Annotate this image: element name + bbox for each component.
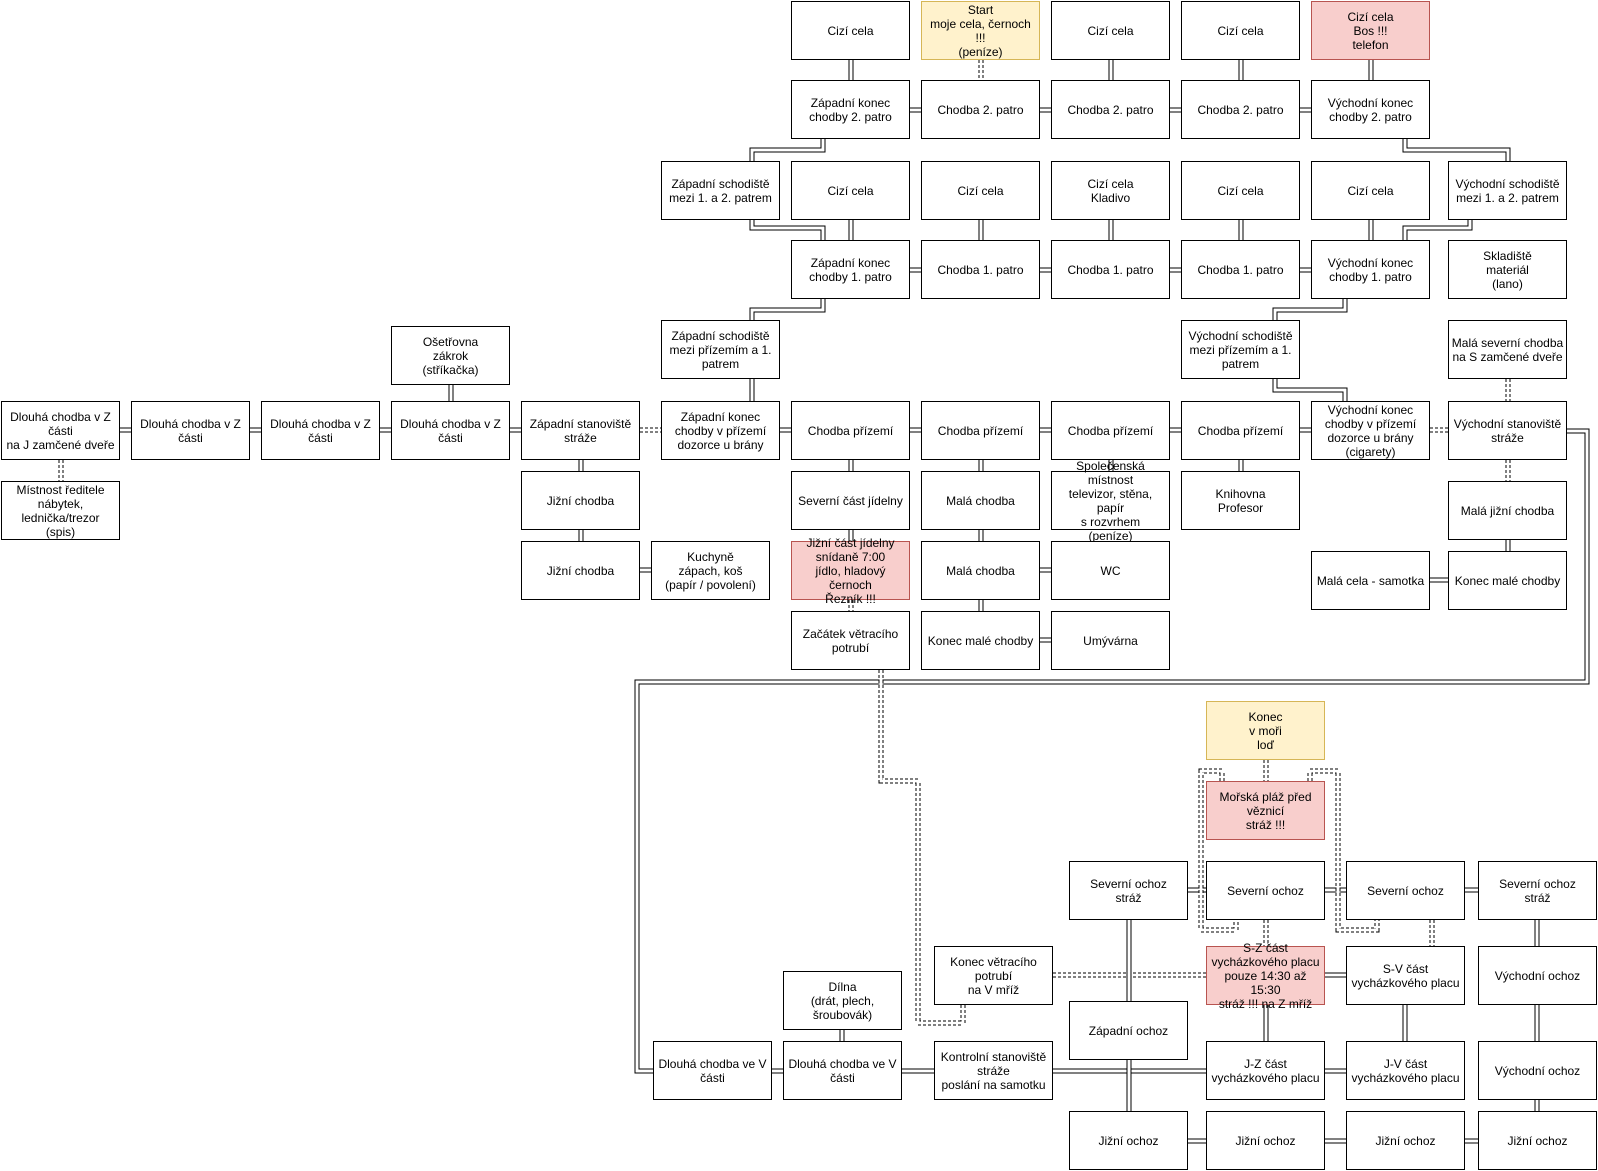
node-ground-west-end: Západní konec chodby v přízemí dozorce u… [661,401,780,460]
node-south-walk-3: Jižní ochoz [1346,1111,1465,1170]
node-f1-foreign-cell-hammer: Cizí cela Kladivo [1051,161,1170,220]
node-west-stairs-0-1: Západní schodiště mezi přízemím a 1. pat… [661,320,780,379]
node-west-walk: Západní ochoz [1069,1001,1188,1060]
connector-c24-inner [1273,299,1347,320]
node-f2-hall-2: Chodba 2. patro [921,80,1040,139]
node-f2-foreign-cell-1: Cizí cela [791,1,910,60]
node-wc: WC [1051,541,1170,600]
node-f1-hall-2: Chodba 1. patro [921,240,1040,299]
connector-c58-inner [879,670,965,1025]
node-f1-east-end: Východní konec chodby 1. patro [1311,240,1430,299]
node-yard-southwest: J-Z část vycházkového placu [1206,1041,1325,1100]
node-sea-beach: Mořská pláž před věznicí stráž !!! [1206,781,1325,840]
node-common-room: Společenská místnost televizor, stěna, p… [1051,459,1170,543]
node-small-hall-1: Malá chodba [921,471,1040,530]
node-small-north-hall: Malá severní chodba na S zamčené dveře [1448,320,1567,379]
node-f2-east-end: Východní konec chodby 2. patro [1311,80,1430,139]
node-south-walk-2: Jižní ochoz [1206,1111,1325,1170]
connector-c23-inner [750,299,825,320]
node-storage: Skladiště materiál (lano) [1448,240,1567,299]
node-long-west-hall-3: Dlouhá chodba v Z části [261,401,380,460]
node-long-west-hall-2: Dlouhá chodba v Z části [131,401,250,460]
node-f1-foreign-cell-4: Cizí cela [1181,161,1300,220]
node-dining-north: Severní část jídelny [791,471,910,530]
connector-c12-inner [750,220,825,240]
node-director-office: Místnost ředitele nábytek, lednička/trez… [1,481,120,540]
node-yard-northwest: S-Z část vycházkového placu pouze 14:30 … [1206,941,1325,1011]
node-f2-foreign-cell-4: Cizí cela [1181,1,1300,60]
node-kitchen: Kuchyně zápach, koš (papír / povolení) [651,541,770,600]
node-long-east-hall-1: Dlouhá chodba ve V části [653,1041,772,1100]
node-north-walk-2: Severní ochoz [1346,861,1465,920]
node-washroom: Umývárna [1051,611,1170,670]
node-vent-end: Konec větracího potrubí na V mříž [934,946,1053,1005]
node-yard-northeast: S-V část vycházkového placu [1346,946,1465,1005]
node-north-walk-1: Severní ochoz [1206,861,1325,920]
connector-c10-inner [750,139,825,161]
node-ground-east-end: Východní konec chodby v přízemí dozorce … [1311,401,1430,460]
node-ground-hall-4: Chodba přízemí [1181,401,1300,460]
node-workshop: Dílna (drát, plech, šroubovák) [783,971,902,1030]
node-west-guard-post: Západní stanoviště stráže [521,401,640,460]
node-end-sea-boat: Konec v moři loď [1206,701,1325,760]
node-south-hall-1: Jižní chodba [521,471,640,530]
node-f1-foreign-cell-2: Cizí cela [921,161,1040,220]
node-small-hall-end: Konec malé chodby [921,611,1040,670]
node-long-east-hall-2: Dlouhá chodba ve V části [783,1041,902,1100]
node-vent-start: Začátek větracího potrubí [791,611,910,670]
node-ground-hall-2: Chodba přízemí [921,401,1040,460]
node-f2-west-end: Západní konec chodby 2. patro [791,80,910,139]
node-f1-hall-3: Chodba 1. patro [1051,240,1170,299]
node-boss-cell: Cizí cela Bos !!! telefon [1311,1,1430,60]
node-f2-foreign-cell-3: Cizí cela [1051,1,1170,60]
node-yard-southeast: J-V část vycházkového placu [1346,1041,1465,1100]
node-f1-foreign-cell-1: Cizí cela [791,161,910,220]
node-solitary-cell: Malá cela - samotka [1311,551,1430,610]
node-east-stairs-1-2: Východní schodiště mezi 1. a 2. patrem [1448,161,1567,220]
node-dining-south: Jižní část jídelny snídaně 7:00 jídlo, h… [791,536,910,606]
node-north-walk-guard-east: Severní ochoz stráž [1478,861,1597,920]
node-south-walk-1: Jižní ochoz [1069,1111,1188,1170]
connector-c12-outer [749,220,826,240]
node-library: Knihovna Profesor [1181,471,1300,530]
node-ground-hall-3: Chodba přízemí [1051,401,1170,460]
node-west-stairs-1-2: Západní schodiště mezi 1. a 2. patrem [661,161,780,220]
connector-c79-inner [1199,769,1238,932]
node-infirmary: Ošetřovna zákrok (stříkačka) [391,326,510,385]
node-east-stairs-0-1: Východní schodiště mezi přízemím a 1. pa… [1181,320,1300,379]
node-checkpoint: Kontrolní stanoviště stráže poslání na s… [934,1041,1053,1100]
node-small-hall-2: Malá chodba [921,541,1040,600]
node-east-walk-1: Východní ochoz [1478,946,1597,1005]
node-start-cell: Start moje cela, černoch !!! (peníze) [921,1,1040,60]
node-f2-hall-4: Chodba 2. patro [1181,80,1300,139]
node-north-walk-guard-west: Severní ochoz stráž [1069,861,1188,920]
node-f1-foreign-cell-5: Cizí cela [1311,161,1430,220]
node-south-walk-4: Jižní ochoz [1478,1111,1597,1170]
node-f1-west-end: Západní konec chodby 1. patro [791,240,910,299]
node-ground-hall-1: Chodba přízemí [791,401,910,460]
node-f2-hall-3: Chodba 2. patro [1051,80,1170,139]
node-south-hall-2: Jižní chodba [521,541,640,600]
node-small-hall-end-east: Konec malé chodby [1448,551,1567,610]
node-long-west-hall-4: Dlouhá chodba v Z části [391,401,510,460]
node-east-guard-post: Východní stanoviště stráže [1448,401,1567,460]
connector-c18-inner [1403,220,1472,240]
node-f1-hall-4: Chodba 1. patro [1181,240,1300,299]
node-long-west-hall-1: Dlouhá chodba v Z části na J zamčené dve… [1,401,120,460]
connector-c18-outer [1402,220,1473,240]
node-small-south-hall: Malá jižní chodba [1448,481,1567,540]
connector-c11-inner [1403,139,1510,161]
connector-c80-inner [1308,769,1379,932]
connector-c26-inner [1273,379,1347,401]
node-east-walk-2: Východní ochoz [1478,1041,1597,1100]
connector-c57-inner [635,429,1589,1073]
